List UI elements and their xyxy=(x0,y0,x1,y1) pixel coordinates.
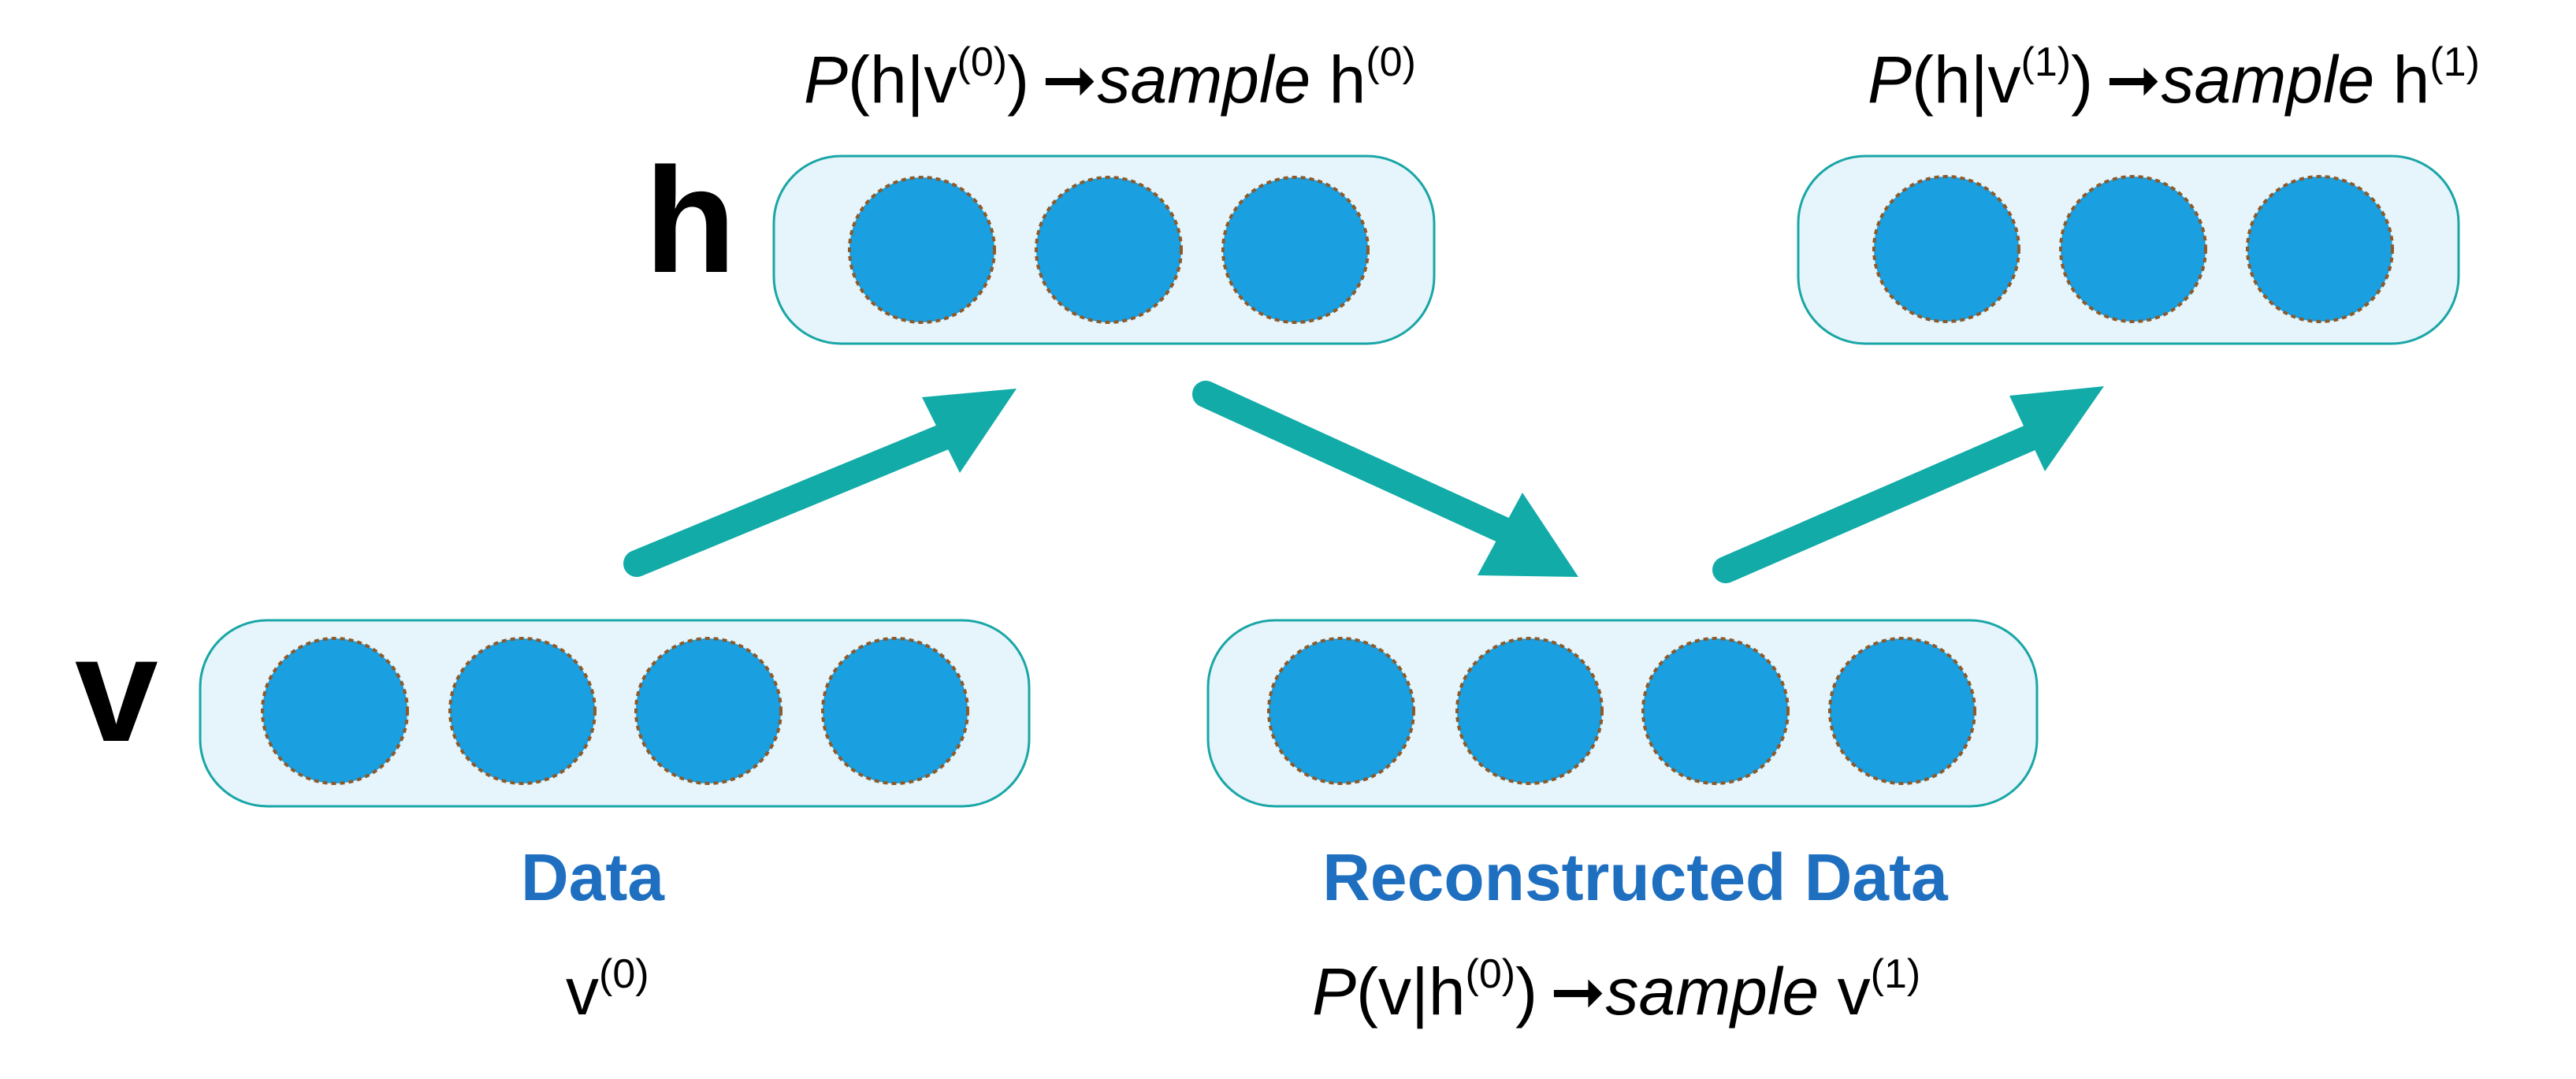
arrow-reconstructed-to-hidden-1 xyxy=(1712,386,2104,583)
reconstructed-data-caption: Reconstructed Data xyxy=(1322,840,1949,914)
formula-hidden-0: P(h|v(0))➞sample h(0) xyxy=(804,39,1416,117)
hidden-layer-0 xyxy=(772,154,1436,345)
arrow-hidden-0-to-reconstructed xyxy=(1192,381,1578,577)
visible-unit xyxy=(448,637,597,785)
hidden-unit xyxy=(848,176,996,324)
visible-unit xyxy=(821,637,969,785)
hidden-unit xyxy=(1872,175,2020,323)
formula-visible-1: P(v|h(0))➞sample v(1) xyxy=(1312,951,1920,1029)
hidden-layer-1 xyxy=(1797,154,2460,345)
visible-layer-data xyxy=(199,619,1031,808)
visible-layer-data-box xyxy=(199,619,1031,808)
visible-unit xyxy=(1828,637,1976,785)
visible-unit xyxy=(261,637,409,785)
arrow-data-to-hidden-0 xyxy=(623,389,1017,577)
visible-unit xyxy=(634,637,782,785)
data-caption: Data xyxy=(521,840,665,914)
visible-layer-label: v xyxy=(75,606,158,773)
data-variable: v(0) xyxy=(566,951,649,1029)
visible-layer-reconstructed xyxy=(1206,619,2039,808)
hidden-unit xyxy=(2059,175,2207,323)
visible-unit xyxy=(1641,637,1790,785)
formula-hidden-1: P(h|v(1))➞sample h(1) xyxy=(1868,39,2480,117)
hidden-unit xyxy=(2246,175,2394,323)
hidden-layer-label: h xyxy=(645,137,736,304)
hidden-unit xyxy=(1221,176,1370,324)
hidden-unit xyxy=(1035,176,1183,324)
visible-unit xyxy=(1455,637,1604,785)
visible-layer-reconstructed-box xyxy=(1206,619,2039,808)
visible-unit xyxy=(1267,637,1415,785)
